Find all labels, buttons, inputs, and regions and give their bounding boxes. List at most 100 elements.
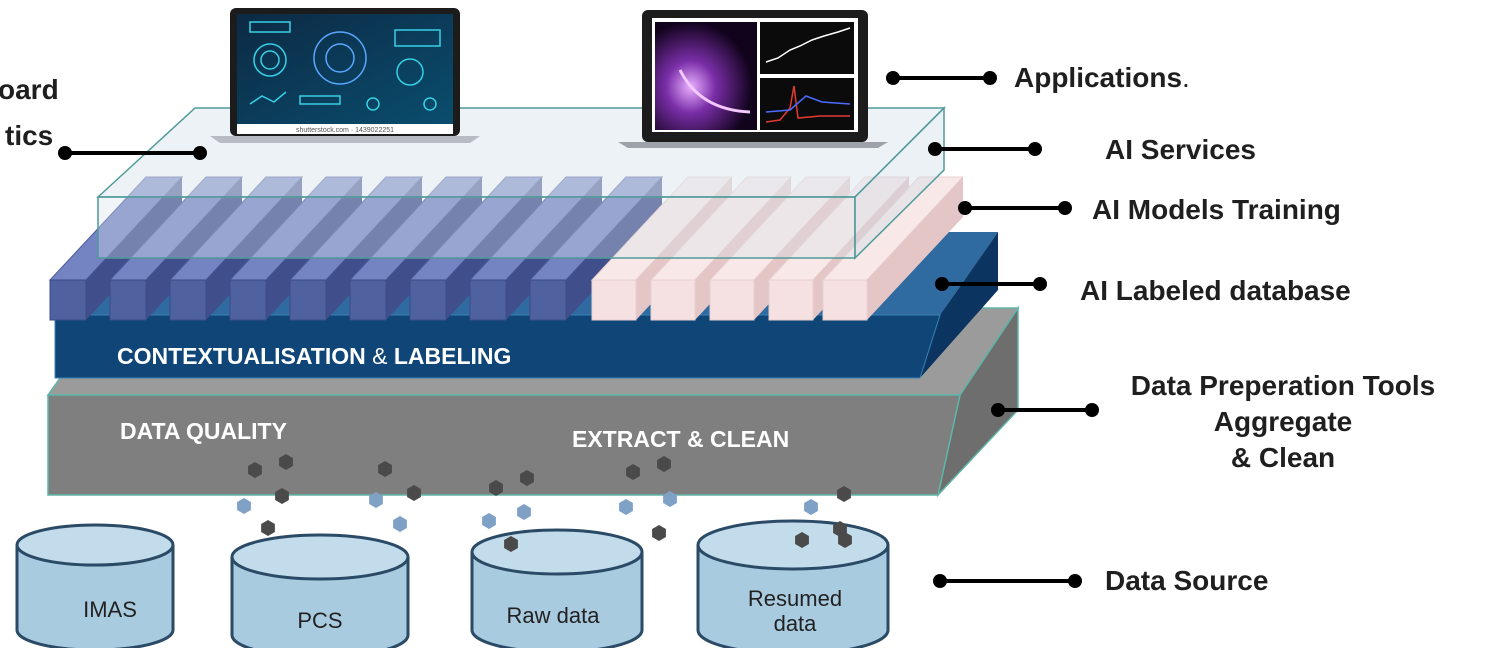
cylinder-top xyxy=(15,523,175,567)
dashboard-widgets xyxy=(249,21,441,111)
dashboard-label-line1: oard xyxy=(0,74,59,105)
db-pcs-line1: PCS xyxy=(297,608,343,633)
bar-front xyxy=(591,279,637,321)
data-particles xyxy=(237,454,852,552)
bar-front xyxy=(768,279,814,321)
bar-side xyxy=(867,177,963,320)
bar-front xyxy=(822,279,868,321)
dark-particle xyxy=(378,461,392,477)
data-source-connector xyxy=(933,574,1082,588)
left-laptop-base xyxy=(210,136,480,143)
labeling-word: LABELING xyxy=(393,343,512,369)
bar-side xyxy=(566,177,662,320)
dark-particle xyxy=(279,454,293,470)
db-label-resumed: Resumed data xyxy=(710,586,880,637)
bar-front xyxy=(529,279,567,321)
right-laptop-base xyxy=(618,142,888,148)
database-cylinder xyxy=(470,528,644,648)
applications-period: . xyxy=(1182,62,1190,93)
navy-layer-front xyxy=(54,314,941,379)
plasma-arc xyxy=(678,69,751,114)
contextualisation-word: CONTEXTUALISATION xyxy=(117,343,366,369)
dark-particle xyxy=(520,470,534,486)
ai-services-connector xyxy=(928,142,1042,156)
cylinder-body xyxy=(470,552,644,648)
bar-front xyxy=(169,279,207,321)
cylinder-body xyxy=(15,545,175,648)
data-prep-connector xyxy=(991,403,1099,417)
applications-laptop xyxy=(618,10,888,148)
cylinder-body xyxy=(696,545,890,648)
data-prep-line3: & Clean xyxy=(1230,442,1336,474)
glass-front xyxy=(97,196,856,259)
data-prep-line1: Data Preperation Tools xyxy=(1130,370,1436,401)
bar-front xyxy=(709,279,755,321)
dark-particle xyxy=(489,480,503,496)
dark-particle xyxy=(837,486,851,502)
dark-particle xyxy=(407,485,421,501)
dark-particle xyxy=(626,464,640,480)
applications-text: Applications xyxy=(1014,62,1183,93)
ai-labeled-connector xyxy=(935,277,1047,291)
left-laptop-caption: shutterstock.com · 1439022251 xyxy=(296,127,394,134)
ai-models-training-label: AI Models Training xyxy=(1092,194,1341,225)
data-prep-line2: Aggregate xyxy=(1213,406,1353,438)
dark-particle xyxy=(657,456,671,472)
bar-front xyxy=(349,279,387,321)
bar-front xyxy=(229,279,267,321)
plasma-image xyxy=(655,22,757,130)
blue-particle xyxy=(517,504,531,520)
data-prep-label: Data Preperation Tools Aggregate & Clean xyxy=(1082,370,1484,475)
applications-connector xyxy=(886,71,997,85)
ai-services-label: AI Services xyxy=(1105,134,1256,165)
dark-particle xyxy=(795,532,809,548)
db-raw-line1: Raw data xyxy=(506,603,600,628)
dark-particle xyxy=(261,520,275,536)
navy-layer-side xyxy=(920,232,998,378)
ai-models-connector xyxy=(958,201,1072,215)
dark-particle xyxy=(275,488,289,504)
bar-front xyxy=(49,279,87,321)
db-resumed-line1: Resumed xyxy=(747,586,843,611)
bar-front xyxy=(289,279,327,321)
dark-particle xyxy=(652,525,666,541)
contextualisation-amp: & xyxy=(372,343,388,369)
bar-front xyxy=(409,279,447,321)
db-resumed-line2: data xyxy=(773,611,817,637)
plot-top xyxy=(760,22,854,74)
data-source-label: Data Source xyxy=(1105,565,1269,596)
db-label-pcs: PCS xyxy=(245,608,395,633)
blue-particle xyxy=(482,513,496,529)
plot-bottom-red xyxy=(765,85,850,123)
data-quality-text: DATA QUALITY xyxy=(120,418,287,444)
dark-particle xyxy=(504,536,518,552)
left-laptop-caption-bar xyxy=(237,124,453,134)
ai-labeled-database-label: AI Labeled database xyxy=(1080,275,1351,306)
dashboard-connector xyxy=(58,146,207,160)
blue-bar xyxy=(528,176,664,321)
dark-particle xyxy=(838,532,852,548)
dark-particle xyxy=(248,462,262,478)
training-bars xyxy=(48,176,965,321)
blue-particle xyxy=(663,491,677,507)
applications-label: Applications. xyxy=(1014,62,1190,94)
plot-top-curve xyxy=(765,27,851,63)
db-imas-line1: IMAS xyxy=(83,597,137,622)
database-cylinder xyxy=(15,523,175,648)
blue-particle xyxy=(804,499,818,515)
extract-clean-text: EXTRACT & CLEAN xyxy=(572,426,790,452)
bar-front xyxy=(469,279,507,321)
gray-layer-front xyxy=(47,394,961,496)
blue-particle xyxy=(393,516,407,532)
blue-particle xyxy=(369,492,383,508)
glass-side xyxy=(854,106,945,260)
plot-bottom-blue xyxy=(765,95,851,113)
cylinder-top xyxy=(470,528,644,576)
dashboard-laptop: shutterstock.com · 1439022251 xyxy=(210,8,480,143)
blue-particle xyxy=(237,498,251,514)
dashboard-label-line2: tics xyxy=(5,120,54,151)
blue-particle xyxy=(619,499,633,515)
bar-front xyxy=(109,279,147,321)
db-label-imas: IMAS xyxy=(30,597,190,622)
